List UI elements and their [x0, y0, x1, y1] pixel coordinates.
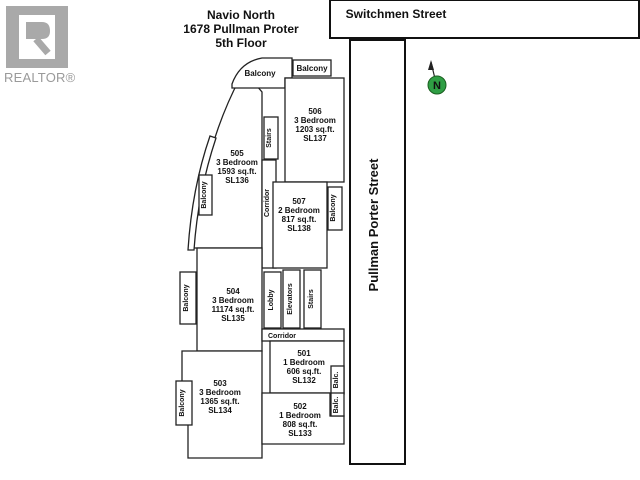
plan-title-floor: 5th Floor — [215, 36, 267, 50]
unit-504-label: 504 3 Bedroom 11174 sq.ft. SL135 — [212, 287, 255, 323]
realtor-watermark: REALTOR® — [0, 0, 76, 88]
unit-504-balcony-box — [179, 271, 197, 325]
pullman-porter-street-box — [349, 39, 406, 465]
lobby-label: Lobby — [268, 289, 275, 310]
unit-503-balcony-label: Balcony — [179, 389, 186, 416]
svg-text:817 sq.ft.: 817 sq.ft. — [282, 215, 317, 224]
svg-text:3 Bedroom: 3 Bedroom — [212, 296, 254, 305]
svg-text:505: 505 — [230, 149, 244, 158]
unit-505-balcony-label: Balcony — [201, 181, 208, 208]
unit-504-outline — [196, 247, 263, 352]
switchmen-street-box — [329, 0, 640, 39]
svg-text:SL138: SL138 — [287, 224, 311, 233]
svg-text:808 sq.ft.: 808 sq.ft. — [283, 420, 318, 429]
unit-506-label: 506 3 Bedroom 1203 sq.ft. SL137 — [294, 107, 336, 143]
stairs-top-box — [263, 116, 279, 160]
unit-506-balcony-label: Balcony — [296, 64, 328, 73]
svg-text:SL133: SL133 — [288, 429, 312, 438]
svg-text:1 Bedroom: 1 Bedroom — [283, 358, 325, 367]
svg-text:SL136: SL136 — [225, 176, 249, 185]
plan-title-address: 1678 Pullman Proter — [183, 22, 299, 36]
unit-503-label: 503 3 Bedroom 1365 sq.ft. SL134 — [199, 379, 241, 415]
unit-502-balc-label: Balc. — [333, 397, 340, 414]
svg-text:3 Bedroom: 3 Bedroom — [216, 158, 258, 167]
svg-text:1 Bedroom: 1 Bedroom — [279, 411, 321, 420]
pullman-porter-street-label: Pullman Porter Street — [366, 158, 381, 292]
unit-506-outline — [284, 77, 345, 183]
svg-text:507: 507 — [292, 197, 306, 206]
unit-506-balcony-box — [292, 59, 332, 77]
unit-507-balcony-box — [327, 186, 343, 231]
svg-text:SL137: SL137 — [303, 134, 327, 143]
realtor-wordmark: REALTOR® — [4, 70, 76, 85]
unit-503-balcony-box — [175, 380, 193, 426]
svg-text:1593 sq.ft.: 1593 sq.ft. — [217, 167, 256, 176]
unit-505-west-balcony — [187, 135, 217, 251]
unit-507-balcony-label: Balcony — [330, 194, 337, 221]
svg-text:2 Bedroom: 2 Bedroom — [278, 206, 320, 215]
corridor-horizontal-label: Corridor — [268, 333, 296, 340]
unit-502-balc-box — [330, 392, 345, 417]
unit-504-balcony-label: Balcony — [183, 284, 190, 311]
top-balcony-label: Balcony — [244, 69, 276, 78]
unit-505-label: 505 3 Bedroom 1593 sq.ft. SL136 — [216, 149, 258, 185]
svg-text:503: 503 — [213, 379, 227, 388]
svg-text:3 Bedroom: 3 Bedroom — [199, 388, 241, 397]
svg-text:SL135: SL135 — [221, 314, 245, 323]
svg-text:11174 sq.ft.: 11174 sq.ft. — [212, 305, 255, 314]
corridor-vertical-label: Corridor — [264, 189, 271, 217]
lobby-box — [263, 271, 282, 329]
unit-501-label: 501 1 Bedroom 606 sq.ft. SL132 — [283, 349, 325, 385]
stairs-middle-box — [303, 269, 322, 329]
stairs-top-label: Stairs — [266, 128, 273, 148]
elevators-label: Elevators — [287, 283, 294, 315]
elevators-box — [282, 269, 301, 329]
svg-text:SL134: SL134 — [208, 406, 232, 415]
unit-507-outline — [272, 181, 328, 269]
svg-text:504: 504 — [226, 287, 240, 296]
realtor-logo-icon — [6, 6, 68, 68]
plan-title-building: Navio North — [207, 8, 275, 22]
svg-text:1203 sq.ft.: 1203 sq.ft. — [295, 125, 334, 134]
svg-text:SL132: SL132 — [292, 376, 316, 385]
svg-text:506: 506 — [308, 107, 322, 116]
north-letter: N — [433, 80, 441, 92]
stairs-middle-label: Stairs — [308, 289, 315, 309]
svg-text:502: 502 — [293, 402, 307, 411]
svg-text:1365 sq.ft.: 1365 sq.ft. — [200, 397, 239, 406]
unit-501-balc-label: Balc. — [333, 372, 340, 389]
unit-505-balcony-box — [198, 174, 213, 216]
svg-text:606 sq.ft.: 606 sq.ft. — [287, 367, 322, 376]
unit-507-label: 507 2 Bedroom 817 sq.ft. SL138 — [278, 197, 320, 233]
svg-text:3 Bedroom: 3 Bedroom — [294, 116, 336, 125]
unit-502-label: 502 1 Bedroom 808 sq.ft. SL133 — [279, 402, 321, 438]
north-arrow-icon: N — [427, 60, 447, 95]
switchmen-street-label: Switchmen Street — [346, 7, 447, 21]
svg-text:501: 501 — [297, 349, 311, 358]
